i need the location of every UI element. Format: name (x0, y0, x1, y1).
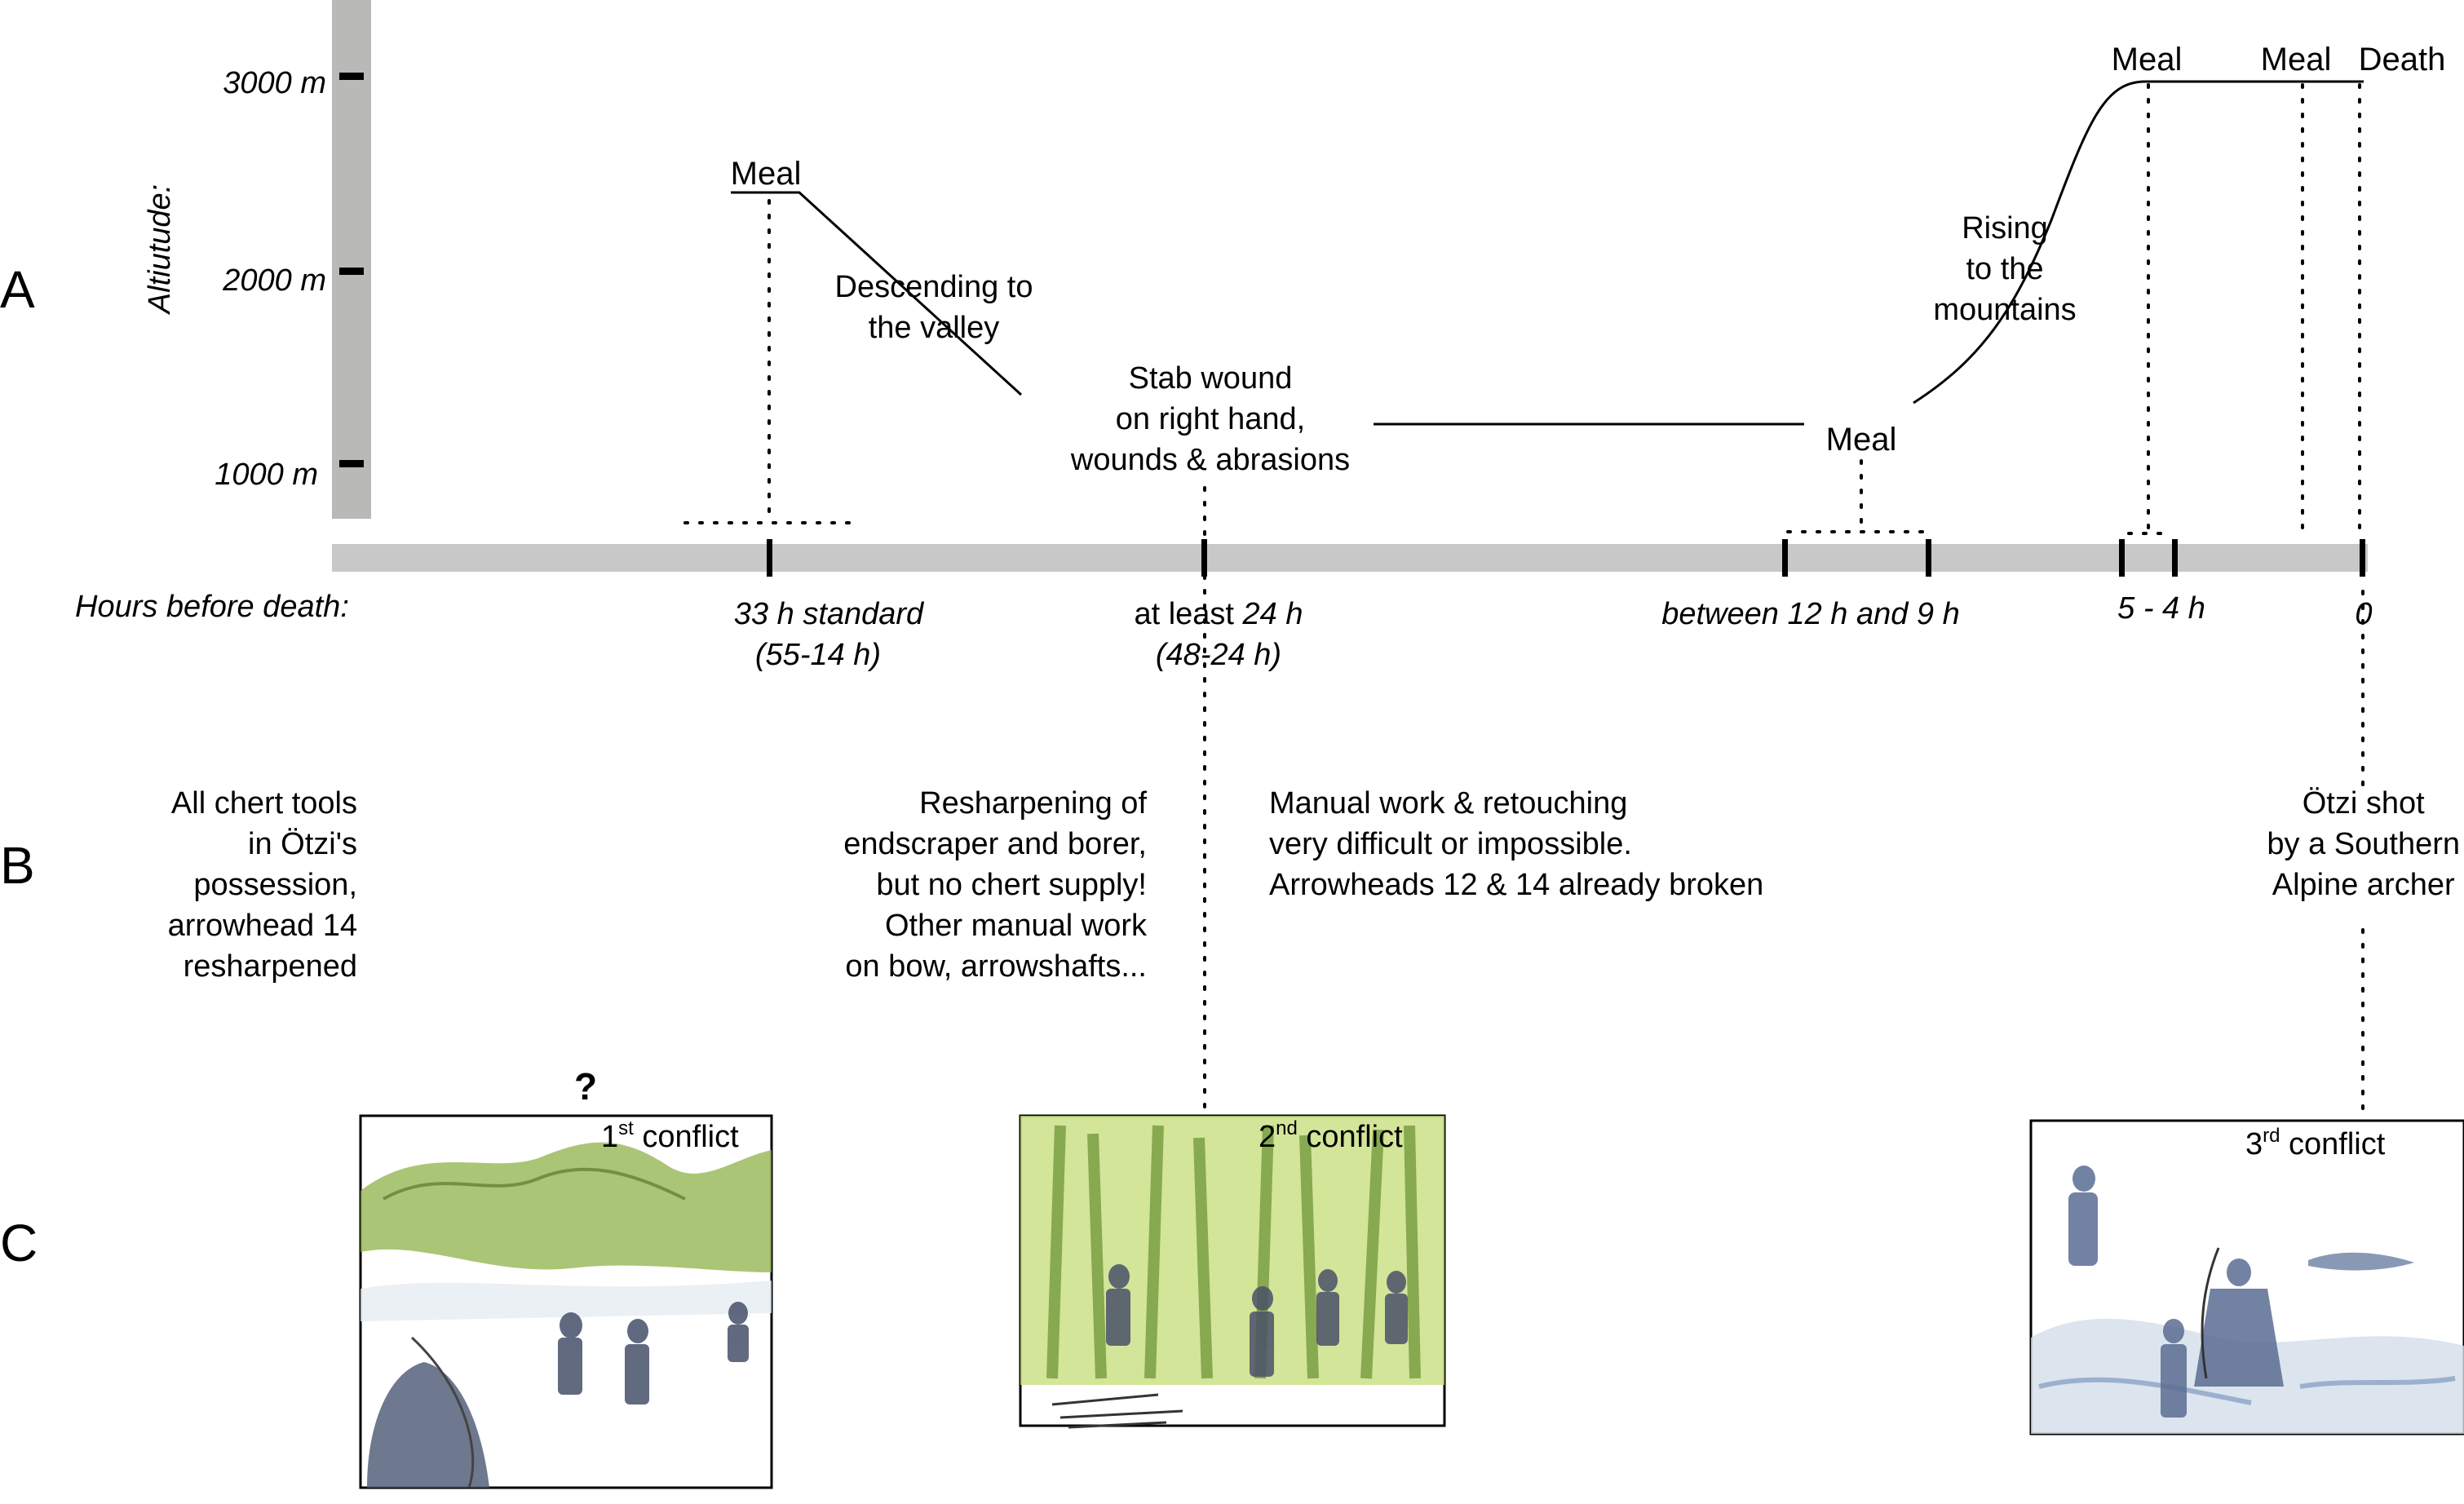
altitude-tick-3000 (339, 73, 364, 80)
altitude-tick-2000 (339, 268, 364, 275)
note-line: endscraper and borer, (843, 827, 1147, 861)
conflict-2-label: 2nd conflict (1259, 1117, 1403, 1154)
timeline-tick (2360, 539, 2365, 577)
snow-shading (2038, 1376, 2456, 1405)
note-line: in Ötzi's (248, 827, 357, 861)
conflict-3-label: 3rd conflict (2245, 1125, 2386, 1161)
timeline-tick (767, 539, 772, 577)
conflict-1-label: 1st conflict (601, 1117, 739, 1154)
fallen-figure (2308, 1252, 2414, 1271)
altitude-bar (332, 0, 371, 519)
timeline-bar (332, 544, 2368, 572)
meal-label: Meal (1826, 422, 1897, 458)
death-label: Death (2359, 42, 2446, 77)
altitude-tick-label: 3000 m (223, 66, 326, 100)
warrior-figures (1106, 1264, 1408, 1377)
rising-label: mountains (1933, 293, 2076, 327)
timeline-tick-label: at least 24 h (1134, 597, 1303, 631)
snow-field (361, 1281, 772, 1321)
meal-label: Meal (2261, 42, 2332, 77)
rising-label: to the (1966, 252, 2043, 286)
section-label-c: C (0, 1214, 38, 1272)
note-line: on bow, arrowshafts... (845, 949, 1147, 984)
timeline-tick (2172, 539, 2178, 577)
forest-trees (1046, 1125, 1421, 1379)
descending-label: the valley (869, 311, 1000, 345)
stab-wound-label: on right hand, (1116, 402, 1305, 436)
timeline-tick-label: 33 h standard (734, 597, 925, 631)
note-line: Arrowheads 12 & 14 already broken (1269, 868, 1764, 902)
section-label-b: B (0, 836, 35, 895)
section-label-a: A (0, 260, 35, 319)
route-profile (731, 80, 2364, 426)
timeline-tick (1926, 539, 1931, 577)
mountain-ridge (383, 1167, 686, 1201)
note-line: arrowhead 14 (167, 909, 357, 943)
bow-stroke (410, 1336, 475, 1489)
altitude-axis-label: Altiutude: (143, 184, 177, 315)
descending-label: Descending to (835, 270, 1033, 304)
note-line: All chert tools (170, 786, 357, 821)
b-col4-note: Ötzi shot by a Southern Alpine archer (2267, 783, 2460, 905)
note-line: Alpine archer (2272, 868, 2455, 902)
question-mark: ? (574, 1065, 597, 1108)
note-line: Ötzi shot (2302, 786, 2425, 821)
raised-bow (2201, 1247, 2220, 1379)
meal-label: Meal (2112, 42, 2183, 77)
stab-wound-label: wounds & abrasions (1070, 443, 1350, 477)
timeline-tick-label: between 12 h and 9 h (1661, 597, 1960, 631)
timeline-tick (2119, 539, 2125, 577)
timeline-label: Hours before death: (75, 590, 349, 624)
mountain-range (361, 1142, 772, 1272)
note-line: Other manual work (884, 909, 1147, 943)
note-line: possession, (193, 868, 357, 902)
note-line: by a Southern (2267, 827, 2460, 861)
fallen-arrows (1051, 1393, 1183, 1429)
timeline-tick-label: 5 - 4 h (2117, 591, 2205, 626)
descent-line (731, 191, 1023, 396)
altitude-tick-label: 1000 m (215, 458, 318, 492)
warrior-figures (2068, 1166, 2284, 1418)
conflict-3-sketch (2029, 1119, 2464, 1435)
altitude-tick-1000 (339, 460, 364, 467)
conflict-1-sketch (359, 1114, 773, 1489)
note-line: very difficult or impossible. (1269, 827, 1632, 861)
b-col3-note: Manual work & retouching very difficult … (1269, 783, 1763, 905)
timeline-tick-sublabel: (48-24 h) (1156, 638, 1281, 672)
conflict-2-sketch (1019, 1114, 1446, 1429)
note-line: but no chert supply! (876, 868, 1147, 902)
b-col2-note: Resharpening of endscraper and borer, bu… (843, 783, 1147, 987)
timeline-tick-label: 0 (2355, 597, 2372, 631)
timeline-tick (1782, 539, 1788, 577)
timeline-tick (1201, 539, 1207, 577)
note-line: Manual work & retouching (1269, 786, 1628, 821)
rising-label: Rising (1962, 211, 2048, 246)
stab-wound-label: Stab wound (1129, 361, 1293, 396)
note-line: Resharpening of (919, 786, 1147, 821)
timeline-ticks (767, 539, 2365, 577)
ascent-line (1913, 80, 2364, 405)
dotted-connectors (683, 83, 2364, 1115)
b-col1-note: All chert tools in Ötzi's possession, ar… (168, 783, 357, 987)
altitude-tick-label: 2000 m (222, 263, 326, 298)
meal-label: Meal (731, 156, 802, 192)
foreground-figure (367, 1362, 489, 1488)
warrior-figures (558, 1302, 749, 1404)
note-line: resharpened (183, 949, 357, 984)
timeline-tick-sublabel: (55-14 h) (755, 638, 881, 672)
